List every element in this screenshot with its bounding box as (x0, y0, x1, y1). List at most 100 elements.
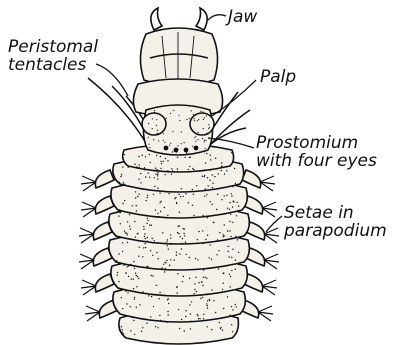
stipple-dot (218, 250, 219, 251)
stipple-dot (129, 226, 130, 227)
stipple-dot (149, 177, 150, 178)
stipple-dot (192, 205, 193, 206)
label-prostomium-line2: with four eyes (256, 151, 377, 171)
stipple-dot (125, 232, 126, 233)
stipple-dot (217, 194, 218, 195)
label-prostomium-line1: Prostomium (256, 133, 358, 153)
stipple-dot (207, 305, 208, 306)
stipple-dot (181, 143, 182, 144)
stipple-dot (202, 285, 203, 286)
stipple-dot (137, 233, 138, 234)
stipple-dot (197, 120, 198, 121)
stipple-dot (117, 274, 118, 275)
stipple-dot (119, 209, 120, 210)
stipple-dot (227, 230, 228, 231)
stipple-dot (231, 270, 232, 271)
stipple-dot (211, 289, 212, 290)
stipple-dot (122, 308, 123, 309)
stipple-dot (212, 187, 213, 188)
stipple-dot (170, 259, 171, 260)
palp-left (142, 113, 166, 135)
label-setae-line2: parapodium (283, 221, 387, 241)
stipple-dot (122, 242, 123, 243)
stipple-dot (224, 195, 225, 196)
stipple-dot (177, 145, 178, 146)
stipple-dot (146, 197, 147, 198)
stipple-dot (154, 186, 155, 187)
stipple-dot (210, 154, 211, 155)
stipple-dot (238, 206, 239, 207)
stipple-dot (204, 196, 205, 197)
stipple-dot (219, 322, 220, 323)
stipple-dot (189, 278, 190, 279)
stipple-dot (198, 119, 199, 120)
stipple-dot (210, 170, 211, 171)
stipple-dot (162, 232, 163, 233)
stipple-dot (158, 298, 159, 299)
stipple-dot (157, 174, 158, 175)
stipple-dot (218, 173, 219, 174)
stipple-dot (143, 247, 144, 248)
stipple-dot (198, 231, 199, 232)
stipple-dot (204, 169, 205, 170)
stipple-dot (222, 329, 223, 330)
stipple-dot (186, 119, 187, 120)
stipple-dot (148, 173, 149, 174)
stipple-dot (191, 321, 192, 322)
stipple-dot (127, 221, 128, 222)
jaw-right (196, 8, 207, 30)
stipple-dot (177, 157, 178, 158)
stipple-dot (144, 215, 145, 216)
label-peristomal-line1: Peristomal (8, 37, 98, 57)
stipple-dot (170, 234, 171, 235)
stipple-dot (152, 238, 153, 239)
stipple-dot (145, 176, 146, 177)
stipple-dot (232, 249, 233, 250)
stipple-dot (124, 184, 125, 185)
stipple-dot (149, 225, 150, 226)
stipple-dot (147, 237, 148, 238)
stipple-dot (159, 315, 160, 316)
stipple-dot (150, 250, 151, 251)
stipple-dot (178, 194, 179, 195)
stipple-dot (235, 183, 236, 184)
stipple-dot (232, 309, 233, 310)
stipple-dot (193, 194, 194, 195)
stipple-dot (197, 315, 198, 316)
stipple-dot (184, 142, 185, 143)
stipple-dot (185, 242, 186, 243)
stipple-dot (176, 252, 177, 253)
stipple-dot (156, 155, 157, 156)
stipple-dot (118, 253, 119, 254)
stipple-dot (121, 174, 122, 175)
stipple-dot (163, 140, 164, 141)
label-palp: Palp (260, 67, 296, 87)
stipple-dot (155, 209, 156, 210)
stipple-dot (171, 168, 172, 169)
stipple-dot (219, 232, 220, 233)
stipple-dot (182, 281, 183, 282)
stipple-dot (128, 276, 129, 277)
stipple-dot (206, 303, 207, 304)
stipple-dot (152, 275, 153, 276)
stipple-dot (204, 175, 205, 176)
stipple-dot (207, 300, 208, 301)
stipple-dot (157, 130, 158, 131)
stipple-dot (144, 167, 145, 168)
stipple-dot (232, 331, 233, 332)
stipple-dot (177, 168, 178, 169)
stipple-dot (189, 118, 190, 119)
stipple-dot (140, 182, 141, 183)
stipple-dot (138, 179, 139, 180)
stipple-dot (119, 182, 120, 183)
stipple-dot (127, 242, 128, 243)
stipple-dot (185, 310, 186, 311)
stipple-dot (208, 128, 209, 129)
stipple-dot (220, 328, 221, 329)
stipple-dot (206, 133, 207, 134)
stipple-dot (130, 228, 131, 229)
stipple-dot (194, 293, 195, 294)
stipple-dot (178, 309, 179, 310)
stipple-dot (181, 319, 182, 320)
